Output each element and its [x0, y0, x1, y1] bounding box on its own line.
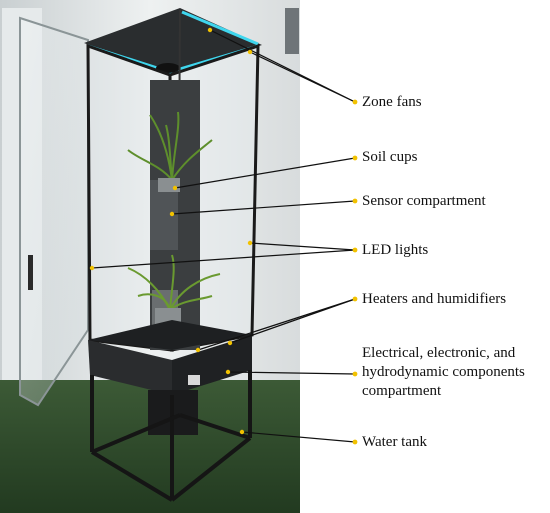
door-handle — [28, 255, 33, 290]
lower-plant — [127, 254, 221, 311]
leader-sensor — [171, 200, 356, 215]
leader-led-1 — [91, 249, 356, 269]
leader-electrical — [227, 371, 356, 375]
leader-water-tank — [241, 431, 356, 443]
label-electrical-compartment: Electrical, electronic, and hydrodynamic… — [362, 345, 525, 399]
leader-led-2 — [249, 242, 356, 251]
label-soil-cups: Soil cups — [362, 149, 418, 165]
leader-heaters-2 — [229, 298, 356, 344]
label-heaters-humidifiers: Heaters and humidifiers — [362, 291, 507, 307]
open-glass-door — [19, 16, 89, 407]
soil-cup-upper — [158, 178, 180, 192]
leader-soil-cups — [174, 157, 356, 189]
leader-zone-fans-2 — [249, 51, 356, 103]
anchor-dots — [89, 27, 358, 445]
leader-heaters-1 — [197, 298, 356, 351]
label-zone-fans: Zone fans — [362, 94, 422, 110]
cabinet-base-top — [88, 320, 252, 350]
leader-lines — [91, 29, 356, 443]
soil-cup-lower — [155, 308, 181, 324]
label-water-tank: Water tank — [362, 434, 428, 450]
top-led-strip-2 — [181, 10, 259, 46]
zone-fan-unit — [156, 63, 180, 73]
label-led-lights: LED lights — [362, 242, 429, 258]
cabinet-base-front — [88, 340, 172, 395]
wall-panel — [285, 8, 299, 54]
stand-legs — [90, 370, 252, 502]
upper-plant — [127, 111, 213, 181]
control-display — [188, 375, 200, 385]
label-sensor-compartment: Sensor compartment — [362, 193, 486, 209]
